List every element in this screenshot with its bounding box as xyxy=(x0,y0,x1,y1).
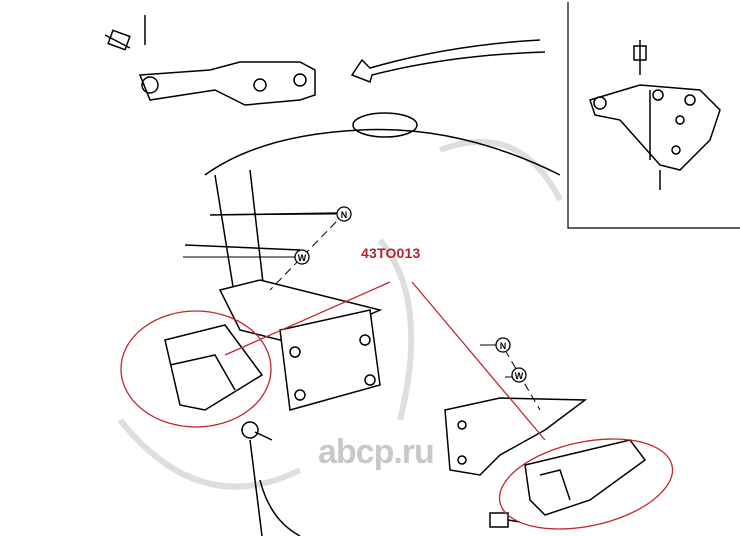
inset-frame xyxy=(567,2,740,229)
direction-arrow xyxy=(350,39,546,83)
highlight-circle-front[interactable] xyxy=(120,310,272,428)
watermark-logo: abcp.ru xyxy=(318,433,435,471)
callout-label: N xyxy=(341,210,348,220)
leader-lines xyxy=(183,213,541,411)
left-insulator xyxy=(164,324,273,441)
watermark-arcs xyxy=(117,138,563,490)
upper-bracket xyxy=(104,15,316,106)
callout-w-top xyxy=(294,249,310,265)
callout-label: W xyxy=(515,371,524,381)
callout-n-top xyxy=(336,206,352,222)
leader-to-rear xyxy=(411,281,546,441)
highlight-circle-rear[interactable] xyxy=(491,425,681,536)
front-mount-bracket xyxy=(218,279,383,411)
rear-mount-bracket xyxy=(444,397,588,476)
leader-to-front xyxy=(224,281,391,356)
rear-insulator xyxy=(489,439,647,528)
callout-label: W xyxy=(298,253,307,263)
highlight-marks[interactable] xyxy=(120,281,681,536)
callout-n-bottom xyxy=(495,337,511,353)
part-number-label[interactable]: 43TO013 xyxy=(361,245,421,261)
callout-label: N xyxy=(500,341,507,351)
callout-w-bottom xyxy=(511,367,527,383)
callouts xyxy=(294,206,527,383)
inset-bracket xyxy=(589,40,721,190)
